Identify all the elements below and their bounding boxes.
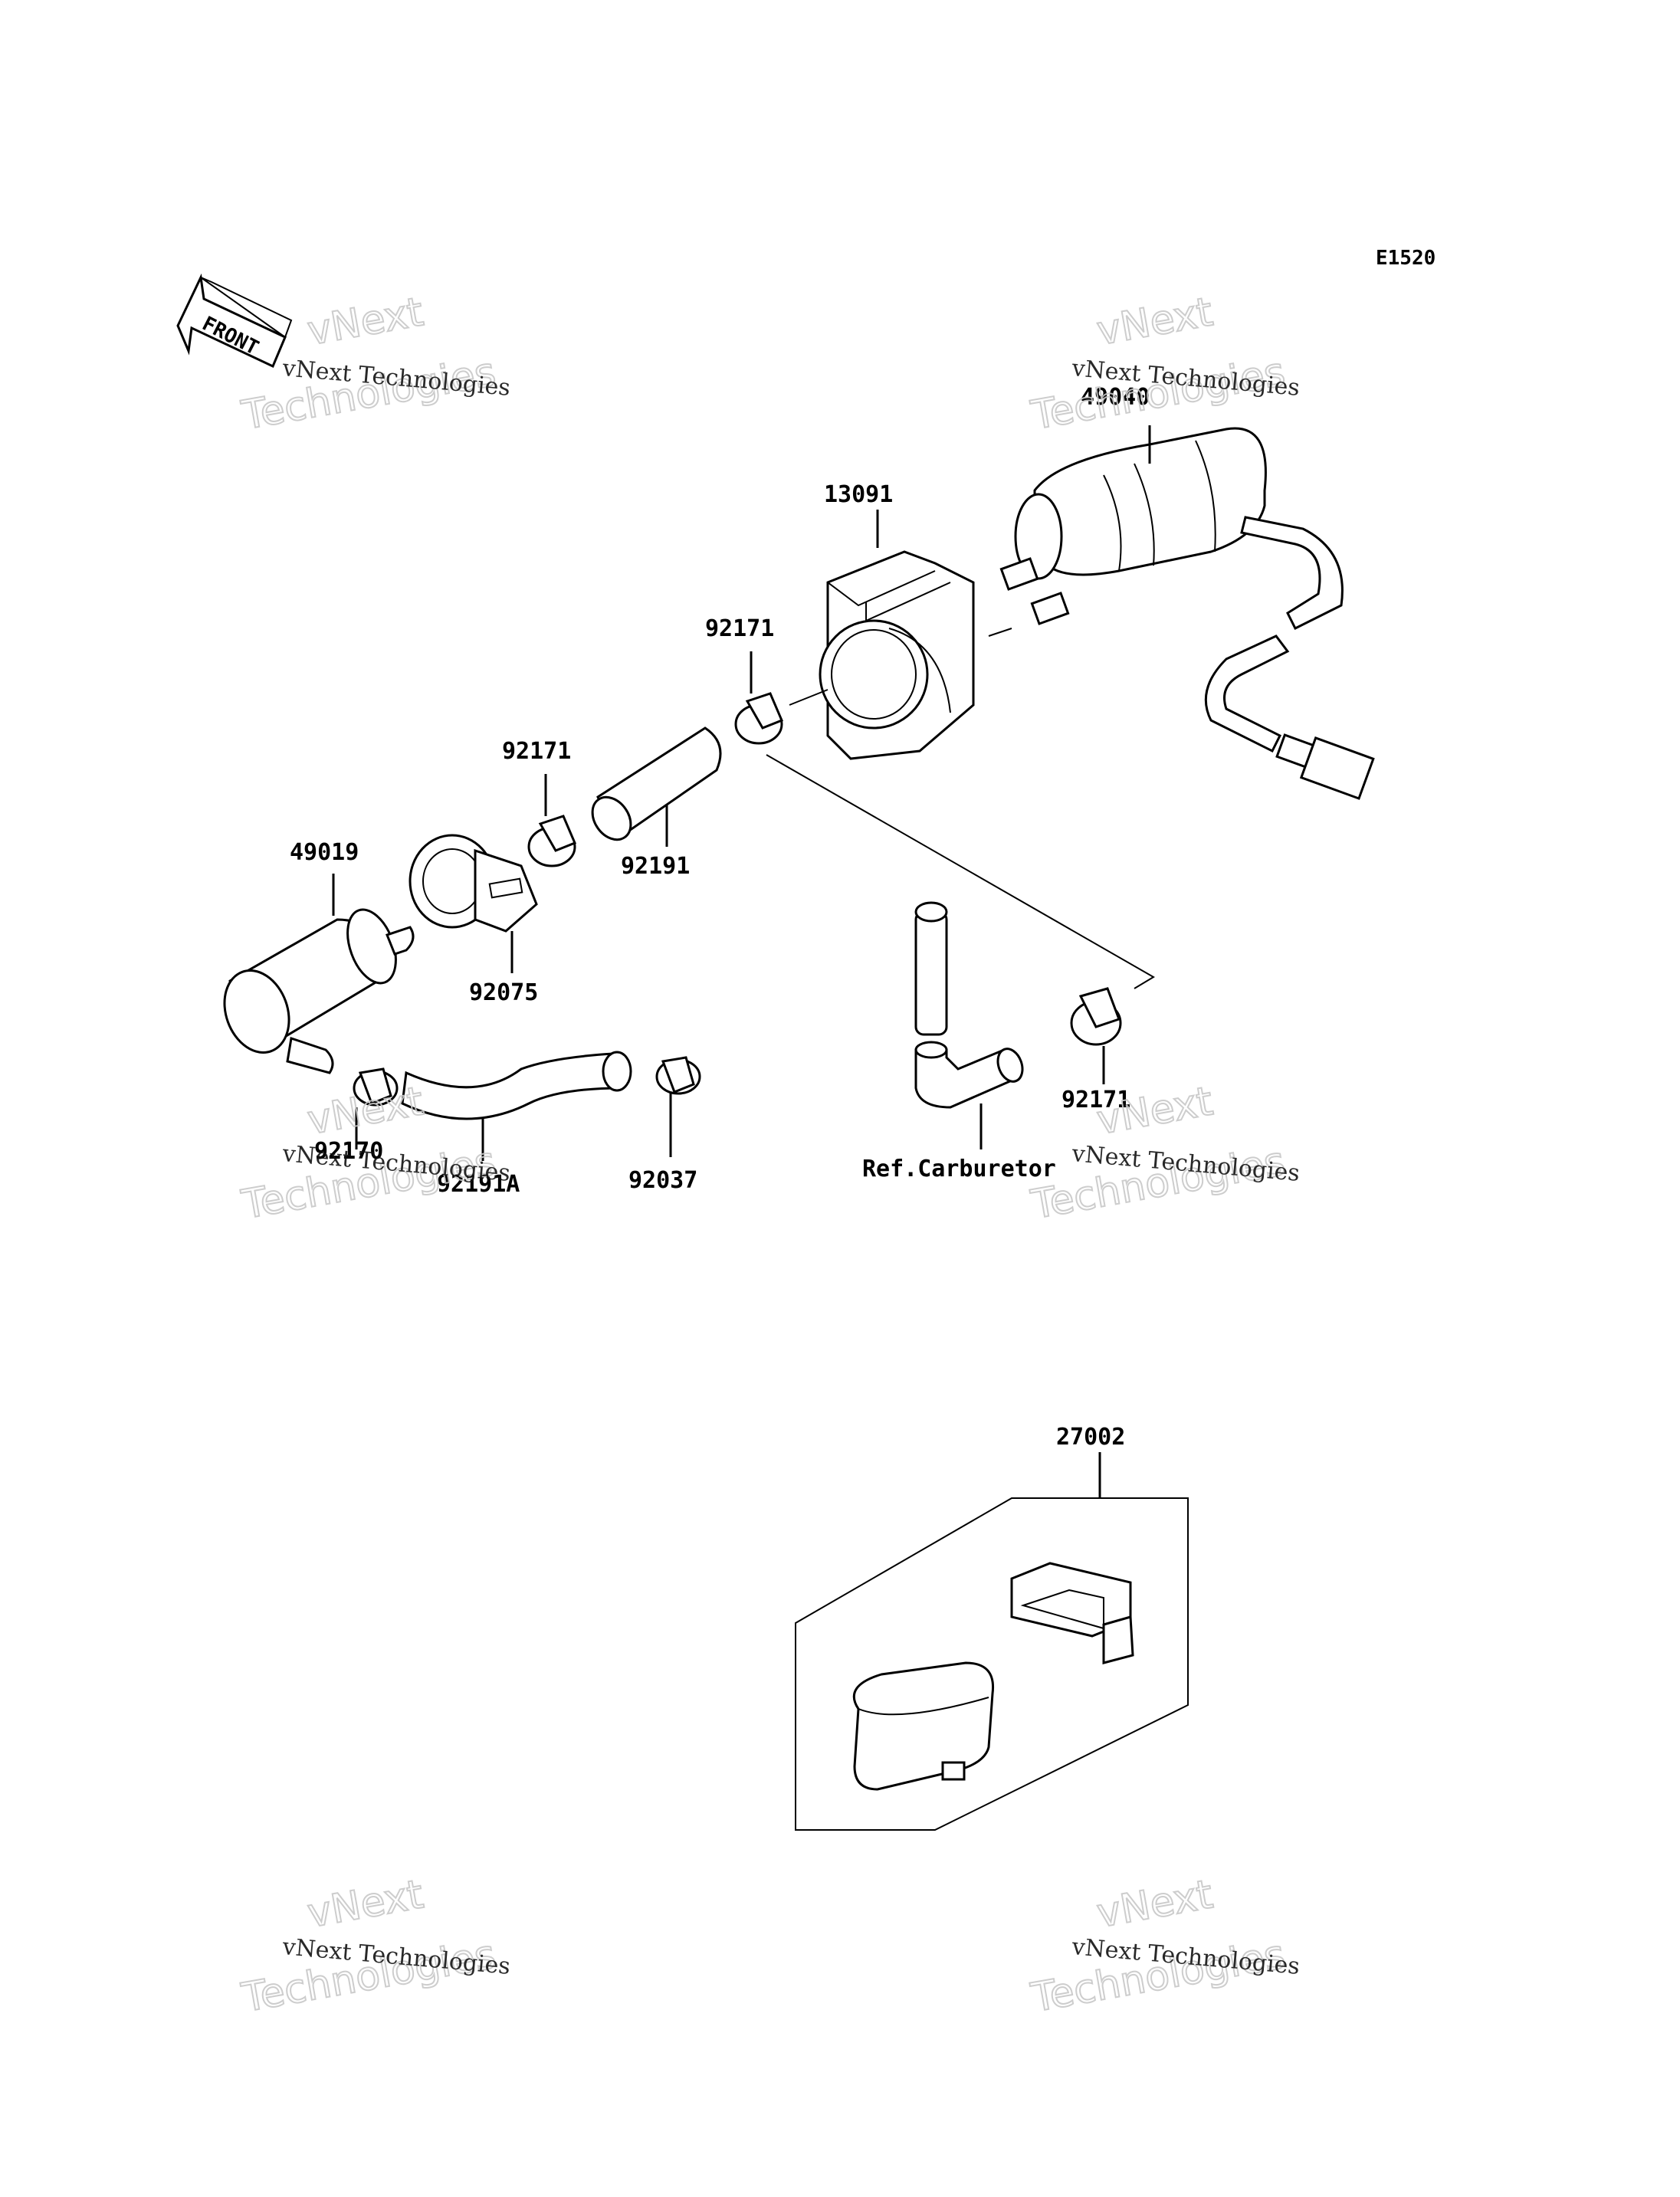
part-label-92170: 92170: [314, 1138, 383, 1165]
ref-carburetor-label: Ref.Carburetor: [862, 1156, 1056, 1182]
fuel-pump-49040: 49040: [999, 384, 1375, 800]
part-label-92171-top: 92171: [705, 615, 774, 642]
part-label-92037: 92037: [628, 1167, 697, 1194]
part-label-49040: 49040: [1081, 384, 1150, 411]
part-label-92171-right: 92171: [1061, 1087, 1130, 1113]
carburetor-hoses: Ref.Carburetor: [862, 901, 1056, 1182]
part-label-13091: 13091: [824, 481, 893, 508]
part-label-92191a: 92191A: [437, 1171, 520, 1198]
watermark-1: vNext Technologies vNext Technologies: [238, 288, 511, 440]
part-label-92075: 92075: [469, 979, 538, 1006]
svg-text:vNext: vNext: [304, 289, 427, 354]
part-label-27002: 27002: [1056, 1424, 1125, 1451]
svg-text:vNext: vNext: [304, 1078, 427, 1143]
clamp-92037: 92037: [628, 1056, 701, 1194]
watermark-5: vNext Technologies vNext Technologies: [238, 1871, 511, 2022]
clamp-92171-right: 92171: [1061, 987, 1130, 1113]
svg-text:vNext: vNext: [1094, 1871, 1216, 1936]
svg-text:vNext: vNext: [1094, 289, 1216, 354]
damper-92075: 92075: [409, 834, 538, 1006]
hose-92191: 92191: [591, 726, 722, 880]
part-label-92191: 92191: [621, 853, 690, 880]
diagram-code: E1520: [1376, 247, 1436, 270]
kit-27002: 27002: [795, 1424, 1189, 1831]
part-label-49019: 49019: [290, 839, 359, 866]
clamp-92171-mid: 92171: [502, 738, 576, 867]
front-arrow-icon: FRONT: [176, 273, 293, 369]
svg-text:vNext: vNext: [304, 1871, 427, 1936]
bracket-13091: 13091: [789, 481, 1012, 760]
clamp-92171-top: 92171: [705, 615, 1155, 989]
watermark-2: vNext Technologies vNext Technologies: [1027, 288, 1301, 440]
hose-92191a: 92191A: [401, 1051, 632, 1198]
part-label-92171-mid: 92171: [502, 738, 571, 765]
watermark-6: vNext Technologies vNext Technologies: [1027, 1871, 1301, 2022]
clamp-92170: 92170: [314, 1067, 399, 1165]
fuel-filter-49019: 49019: [223, 839, 415, 1074]
